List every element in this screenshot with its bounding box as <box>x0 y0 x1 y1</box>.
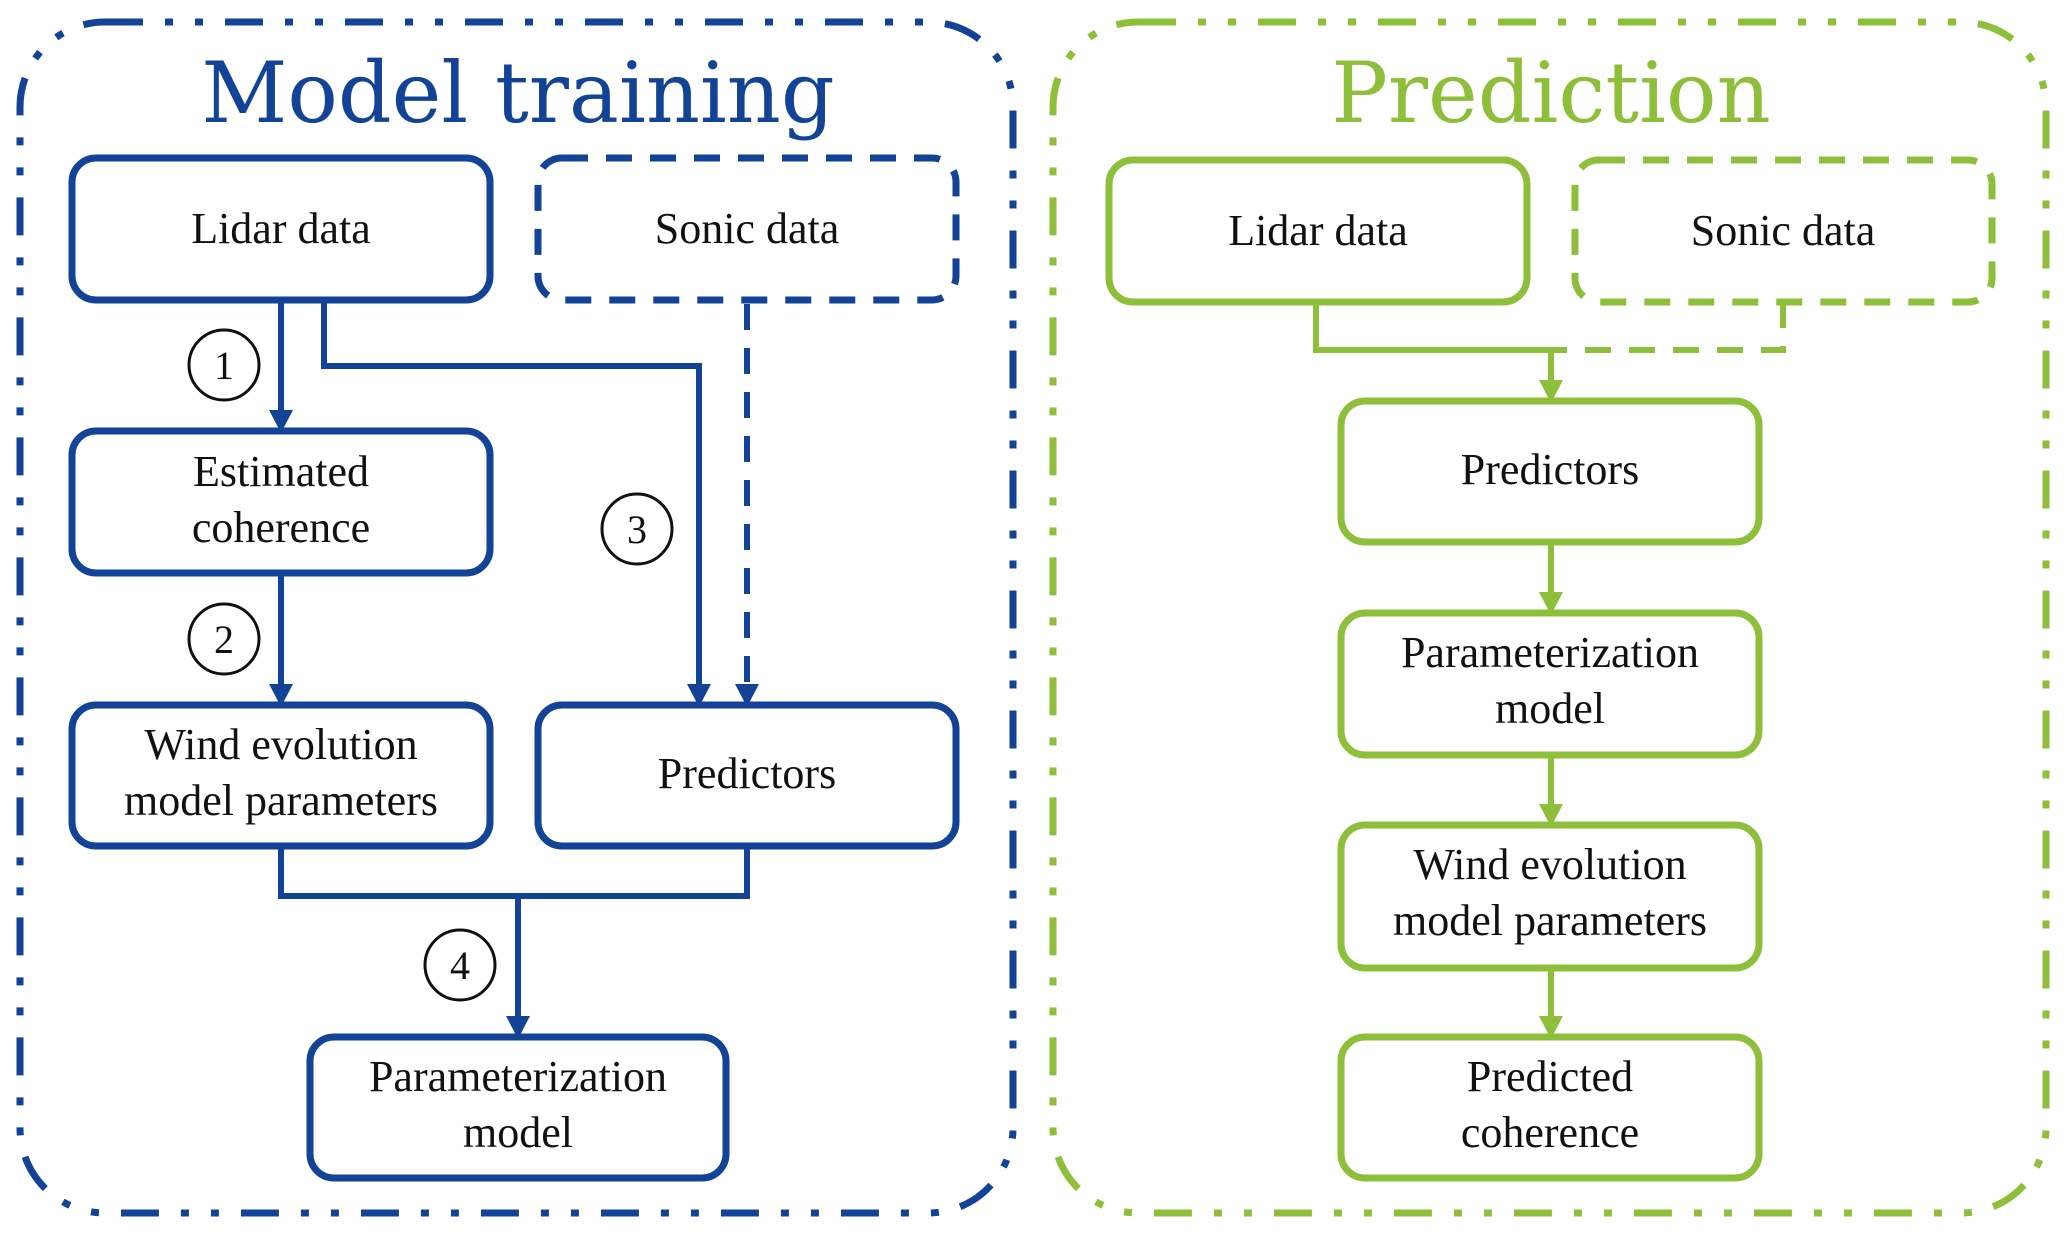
step-marker-2: 2 <box>187 602 261 676</box>
box-frame <box>1337 397 1763 546</box>
box-frame <box>1105 156 1531 306</box>
box-label: Predictors <box>658 749 836 798</box>
model-training-panel: Model training Lidar data Sonic data <box>16 18 1017 1217</box>
box-label-line1: Predicted <box>1467 1052 1633 1101</box>
step-number: 2 <box>214 617 234 662</box>
box-label-line2: coherence <box>192 503 370 552</box>
training-panel-border <box>16 18 1017 1217</box>
step-number: 1 <box>214 343 234 388</box>
wire-sonic-to-merge <box>1551 302 1786 353</box>
box-label: Predictors <box>1461 445 1639 494</box>
step-circle <box>600 492 674 566</box>
box-label-line2: model parameters <box>124 776 438 825</box>
box-estimated-coherence[interactable]: Estimated coherence <box>68 427 494 577</box>
step-number: 3 <box>627 507 647 552</box>
box-wind-evolution-params[interactable]: Wind evolution model parameters <box>68 701 494 850</box>
training-wires <box>269 300 759 1039</box>
box-label-line1: Estimated <box>193 447 369 496</box>
arrowhead-predictors <box>1539 380 1563 403</box>
arrowhead-estimated <box>269 410 293 433</box>
step-circle <box>187 328 261 402</box>
box-label-line1: Parameterization <box>1401 628 1699 677</box>
arrowhead-predicted <box>1539 1016 1563 1039</box>
box-frame <box>68 154 494 304</box>
wire-lidar-to-merge <box>1313 302 1551 353</box>
box-label-line1: Wind evolution <box>1413 840 1686 889</box>
box-frame <box>1337 821 1763 972</box>
prediction-panel-border <box>1049 18 2050 1217</box>
box-frame <box>68 701 494 850</box>
box-label: Lidar data <box>1228 206 1408 255</box>
box-label: Sonic data <box>1691 206 1876 255</box>
box-predictors[interactable]: Predictors <box>534 701 960 850</box>
prediction-title: Prediction <box>1331 44 1770 142</box>
arrowhead-param <box>506 1016 530 1039</box>
arrowhead-wind <box>269 684 293 707</box>
box-label-line2: model <box>1495 684 1605 733</box>
prediction-panel: Prediction Lidar data Sonic data Predict… <box>1049 18 2050 1217</box>
arrowhead-predictors-a <box>687 684 711 707</box>
step-marker-4: 4 <box>423 928 497 1002</box>
box-frame <box>1337 609 1763 759</box>
box-frame <box>68 427 494 577</box>
arrowhead-predictors-b <box>735 684 759 707</box>
box-lidar-data[interactable]: Lidar data <box>1105 156 1531 306</box>
box-label-line2: model <box>463 1108 573 1157</box>
box-label-line2: model parameters <box>1393 896 1707 945</box>
box-parameterization-model[interactable]: Parameterization model <box>306 1033 730 1182</box>
step-marker-1: 1 <box>187 328 261 402</box>
step-marker-3: 3 <box>600 492 674 566</box>
step-number: 4 <box>450 943 470 988</box>
training-title: Model training <box>201 44 834 142</box>
arrowhead-param <box>1539 592 1563 615</box>
box-wind-evolution-params[interactable]: Wind evolution model parameters <box>1337 821 1763 972</box>
box-frame <box>534 701 960 850</box>
arrowhead-wind <box>1539 804 1563 827</box>
arrow-lidar-to-predictors <box>321 300 702 686</box>
box-label: Lidar data <box>191 204 371 253</box>
box-label: Sonic data <box>655 204 840 253</box>
box-label-line1: Parameterization <box>369 1052 667 1101</box>
box-frame <box>1571 156 1996 306</box>
box-frame <box>1337 1033 1763 1182</box>
prediction-wires <box>1313 302 1786 1039</box>
box-frame <box>534 154 960 304</box>
box-label-line2: coherence <box>1461 1108 1639 1157</box>
box-predictors[interactable]: Predictors <box>1337 397 1763 546</box>
step-circle <box>187 602 261 676</box>
box-sonic-data[interactable]: Sonic data <box>1571 156 1996 306</box>
step-circle <box>423 928 497 1002</box>
box-predicted-coherence[interactable]: Predicted coherence <box>1337 1033 1763 1182</box>
box-parameterization-model[interactable]: Parameterization model <box>1337 609 1763 759</box>
box-frame <box>306 1033 730 1182</box>
box-label-line1: Wind evolution <box>144 720 417 769</box>
box-lidar-data[interactable]: Lidar data <box>68 154 494 304</box>
merge-wind-predictors <box>278 846 750 899</box>
box-sonic-data[interactable]: Sonic data <box>534 154 960 304</box>
